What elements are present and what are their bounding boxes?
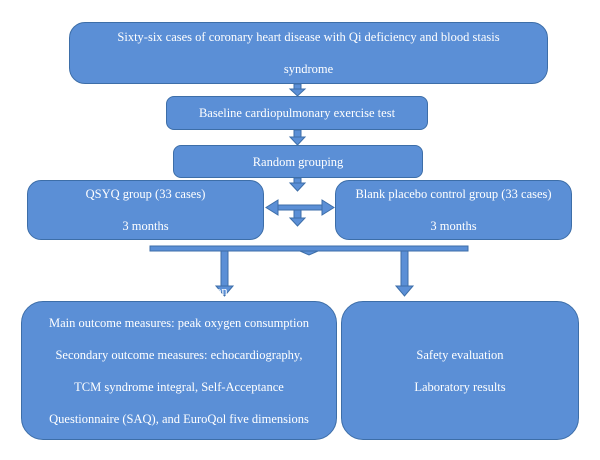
node-qsyq-group: QSYQ group (33 cases) 3 months xyxy=(27,180,264,240)
node-safety-evaluation: Safety evaluation Laboratory results xyxy=(341,301,579,440)
node-placebo-group-line-1: Blank placebo control group (33 cases) xyxy=(355,187,552,201)
node-random-grouping: Random grouping xyxy=(173,145,423,178)
node-baseline-test-label: Baseline cardiopulmonary exercise test xyxy=(198,106,396,120)
node-efficacy-line-3: Secondary outcome measures: echocardiogr… xyxy=(55,347,303,362)
node-safety-line-2: Laboratory results xyxy=(414,379,506,394)
node-placebo-group: Blank placebo control group (33 cases) 3… xyxy=(335,180,572,240)
arrow-to-safety xyxy=(394,250,415,297)
node-study-population: Sixty-six cases of coronary heart diseas… xyxy=(69,22,548,84)
arrow-between-groups xyxy=(265,199,335,216)
node-qsyq-group-line-2: 3 months xyxy=(122,219,169,233)
node-efficacy-line-1: Efficacy evaluation xyxy=(130,283,228,298)
arrow-center-down xyxy=(288,209,307,227)
arrow-baseline-to-random xyxy=(288,129,307,146)
node-baseline-test: Baseline cardiopulmonary exercise test xyxy=(166,96,428,130)
node-study-population-line-2: syndrome xyxy=(283,62,334,76)
node-placebo-group-line-2: 3 months xyxy=(430,219,477,233)
node-random-grouping-label: Random grouping xyxy=(252,154,344,169)
node-study-population-line-1: Sixty-six cases of coronary heart diseas… xyxy=(117,30,500,44)
node-efficacy-line-4: TCM syndrome integral, Self-Acceptance xyxy=(74,379,284,394)
node-efficacy-line-6: questionnaire (EQ-5D) xyxy=(121,443,237,458)
node-efficacy-line-5: Questionnaire (SAQ), and EuroQol five di… xyxy=(49,411,309,426)
node-efficacy-line-2: Main outcome measures: peak oxygen consu… xyxy=(48,315,309,330)
node-qsyq-group-line-1: QSYQ group (33 cases) xyxy=(85,187,206,201)
arrow-random-down xyxy=(288,177,307,192)
node-efficacy-evaluation: Efficacy evaluation Main outcome measure… xyxy=(21,284,337,458)
node-safety-line-1: Safety evaluation xyxy=(416,347,504,362)
